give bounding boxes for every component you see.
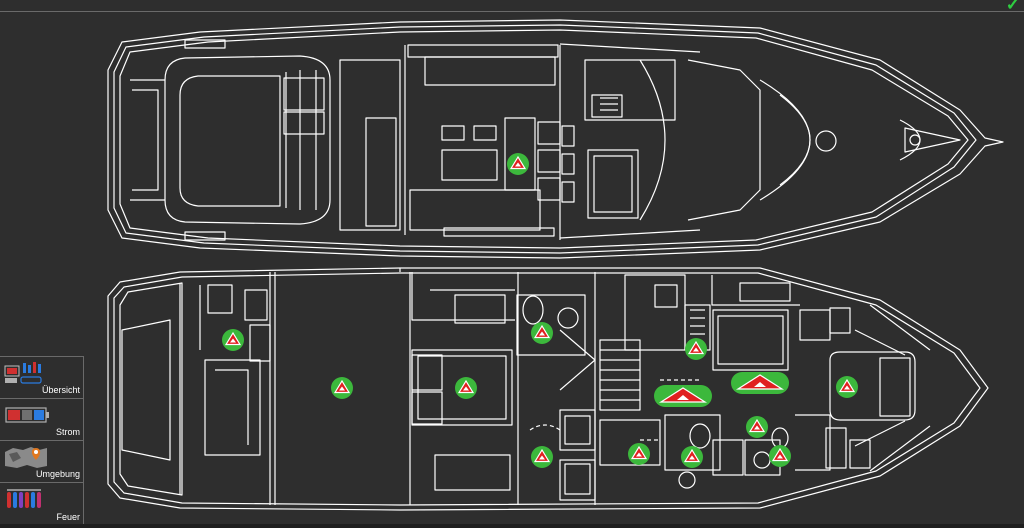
battery-icon bbox=[5, 407, 49, 423]
fire-detector-icon[interactable] bbox=[836, 376, 858, 398]
fire-detector-icon[interactable] bbox=[455, 377, 477, 399]
overview-icon bbox=[4, 362, 42, 384]
top-bar: ✓ bbox=[0, 0, 1024, 14]
nav-label: Feuer bbox=[56, 512, 80, 522]
fire-detector-icon[interactable] bbox=[628, 443, 650, 465]
nav-item-fire[interactable]: Feuer bbox=[0, 483, 83, 525]
map-pin-icon bbox=[5, 447, 47, 468]
fire-detector-icon[interactable] bbox=[531, 446, 553, 468]
lower-deck-plan bbox=[107, 267, 989, 511]
fire-detector-icon[interactable] bbox=[769, 445, 791, 467]
nav-label: Umgebung bbox=[35, 469, 80, 479]
fire-detector-icon[interactable] bbox=[681, 446, 703, 468]
fire-detector-icon[interactable] bbox=[507, 153, 529, 175]
fire-detector-icon[interactable] bbox=[731, 372, 789, 394]
fire-detector-icon[interactable] bbox=[331, 377, 353, 399]
fire-detector-icon[interactable] bbox=[654, 385, 712, 407]
fire-detector-icon[interactable] bbox=[685, 338, 707, 360]
fire-detector-icon[interactable] bbox=[746, 416, 768, 438]
nav-item-environment[interactable]: Umgebung bbox=[0, 441, 83, 483]
fire-detector-icon[interactable] bbox=[531, 322, 553, 344]
upper-deck-plan bbox=[107, 19, 1004, 259]
bottom-edge bbox=[0, 524, 1024, 528]
side-nav: Übersicht Strom Umgebung Feu bbox=[0, 356, 84, 524]
extinguisher-icon bbox=[7, 489, 41, 508]
fire-detector-icon[interactable] bbox=[222, 329, 244, 351]
nav-label: Übersicht bbox=[41, 385, 80, 395]
nav-item-overview[interactable]: Übersicht bbox=[0, 357, 83, 399]
nav-label: Strom bbox=[55, 427, 80, 437]
check-icon: ✓ bbox=[1005, 0, 1020, 14]
nav-item-power[interactable]: Strom bbox=[0, 399, 83, 441]
